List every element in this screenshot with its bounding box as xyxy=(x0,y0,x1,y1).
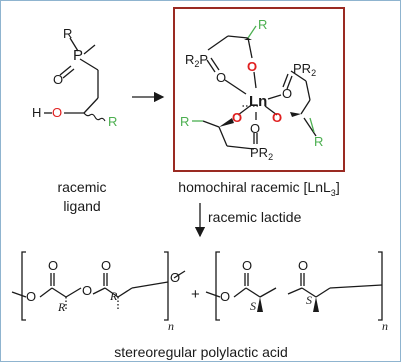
poly-s-oxygen-3: O xyxy=(298,258,308,273)
ligand-hydroxyl-oxygen: O xyxy=(52,105,62,120)
stereo-label-s-1: S xyxy=(250,299,256,313)
ligand-phosphorus: P xyxy=(73,47,83,64)
wedge-right xyxy=(290,112,301,117)
wedge-top xyxy=(244,38,252,40)
poly-r-oxygen-4: O xyxy=(101,258,111,273)
repeat-n-left: n xyxy=(168,319,174,333)
complex-r-right: R xyxy=(314,134,323,149)
ligand-label-line2: ligand xyxy=(63,198,100,214)
complex-r-top: R xyxy=(258,17,267,32)
complex-oxygen-3: O xyxy=(282,86,292,101)
complex-phosphine-right: PR2 xyxy=(293,61,316,78)
complex-box xyxy=(173,7,345,172)
complex-r-left: R xyxy=(180,114,189,129)
poly-r-oxygen-1: O xyxy=(26,289,36,304)
stereo-label-r-2: R xyxy=(109,289,118,303)
complex-structure: R R R R2P PR2 PR2 O O O O O O Ln xyxy=(180,17,323,162)
wedge-s-2 xyxy=(313,297,319,312)
poly-s-lactide: O O O S S n xyxy=(205,251,388,333)
poly-r-oxygen-5: O xyxy=(170,270,180,285)
ligand-phosphoryl-oxygen: O xyxy=(53,72,63,87)
complex-oxygen-2: O xyxy=(216,70,226,85)
complex-oxygen-4: O xyxy=(272,110,282,125)
complex-oxygen-5: O xyxy=(232,110,242,125)
plus-sign: + xyxy=(191,286,200,303)
ligand-label-line1: racemic xyxy=(57,179,106,195)
wavy-bond xyxy=(83,112,106,122)
polymer-caption: stereoregular polylactic acid xyxy=(114,344,288,360)
complex-caption: homochiral racemic [LnL3] xyxy=(178,179,339,198)
racemic-ligand-structure: P R O H O R xyxy=(32,26,117,129)
reagent-label: racemic lactide xyxy=(208,209,302,225)
wedge-s-1 xyxy=(257,297,263,312)
complex-oxygen-6: O xyxy=(250,121,260,136)
poly-r-lactide: O O O O O R R n xyxy=(11,251,186,333)
poly-s-oxygen-2: O xyxy=(242,258,252,273)
wedge-left xyxy=(219,118,234,127)
complex-oxygen-1: O xyxy=(247,59,257,74)
ligand-r-side: R xyxy=(108,114,117,129)
poly-r-oxygen-3: O xyxy=(82,283,92,298)
ligand-r-top: R xyxy=(63,26,72,41)
complex-metal: Ln xyxy=(249,93,267,110)
poly-r-oxygen-2: O xyxy=(48,258,58,273)
complex-phosphine-left: R2P xyxy=(185,52,208,69)
stereo-label-r-1: R xyxy=(57,300,66,314)
repeat-n-right: n xyxy=(382,319,388,333)
complex-phosphine-bottom: PR2 xyxy=(250,145,273,162)
stereo-label-s-2: S xyxy=(306,293,312,307)
ligand-hydroxyl-h: H xyxy=(32,105,41,120)
poly-s-oxygen-1: O xyxy=(220,289,230,304)
